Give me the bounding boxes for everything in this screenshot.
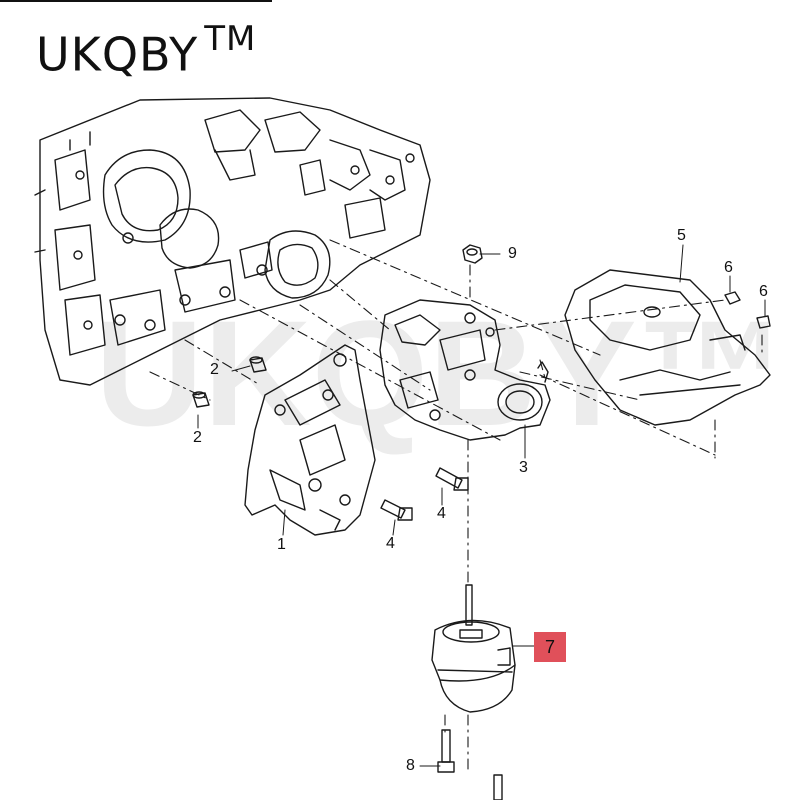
callout-5: 5 (677, 227, 686, 244)
callout-7-highlight: 7 (534, 632, 566, 662)
callout-6-right: 6 (759, 283, 768, 300)
part-5-heat-shield (564, 269, 771, 426)
leader-lines (197, 244, 766, 767)
part-1-bracket (244, 344, 376, 536)
top-rule (0, 0, 272, 2)
assembly-lines (149, 239, 763, 771)
part-4-bolt-upper (435, 467, 469, 491)
callout-2-upper: 2 (210, 361, 219, 378)
callout-9: 9 (508, 245, 517, 262)
part-7-engine-mount (431, 584, 516, 713)
callout-4-lower: 4 (386, 535, 395, 552)
part-2-bushing-upper (249, 356, 267, 373)
callout-6-left: 6 (724, 259, 733, 276)
engine-block (34, 97, 431, 386)
part-4-bolt-lower (380, 499, 413, 521)
part-3-mount-housing (379, 299, 551, 441)
callout-3: 3 (519, 459, 528, 476)
callout-8: 8 (406, 757, 415, 774)
part-8-bolt (437, 729, 455, 773)
callout-4-upper: 4 (437, 505, 446, 522)
part-6-nut-left (724, 291, 741, 305)
part-6-nut-right (756, 315, 771, 329)
lower-stud (493, 774, 503, 800)
callout-2-lower: 2 (193, 429, 202, 446)
part-2-bushing-lower (192, 391, 210, 408)
part-9-nut (462, 244, 483, 264)
callout-1: 1 (277, 536, 286, 553)
